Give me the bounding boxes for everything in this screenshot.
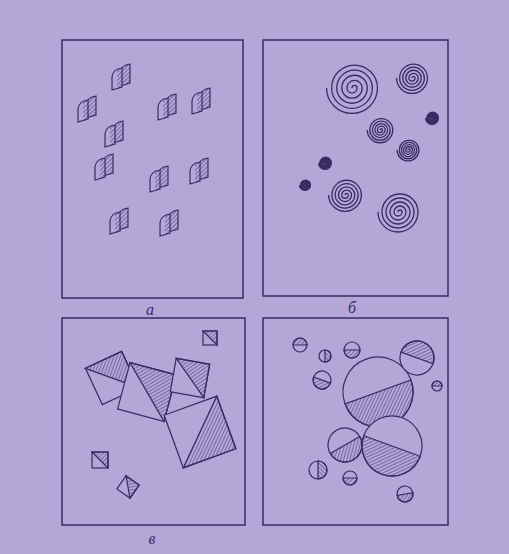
panel-frames xyxy=(62,40,448,525)
panel-letter: а xyxy=(146,302,154,318)
spirals xyxy=(300,64,439,232)
panel-letter: б xyxy=(348,300,356,316)
panel-letter: в xyxy=(149,531,156,547)
leaf-shards xyxy=(78,64,210,236)
split-circles xyxy=(293,336,442,503)
split-squares xyxy=(85,331,235,498)
